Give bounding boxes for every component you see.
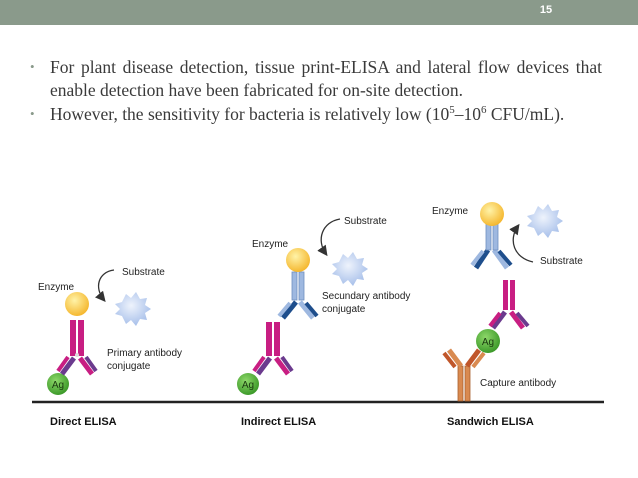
direct-antigen-icon: [47, 373, 69, 395]
direct-antibody-label-1: Primary antibody: [107, 348, 182, 359]
indirect-antigen-label: Ag: [242, 380, 254, 391]
top-bar: 15: [0, 0, 638, 25]
indirect-substrate-label: Substrate: [344, 216, 387, 227]
indirect-substrate-icon: [332, 252, 368, 286]
sandwich-elisa: Ag Enzyme Substrate Capture antibody San…: [432, 202, 583, 428]
direct-substrate-label: Substrate: [122, 267, 165, 278]
indirect-enzyme-icon: [286, 248, 310, 272]
sandwich-antigen-icon: [476, 329, 500, 353]
bullet-2-text-pre: However, the sensitivity for bacteria is…: [50, 104, 450, 124]
indirect-secondary-antibody-icon: [277, 271, 319, 320]
indirect-enzyme-label: Enzyme: [252, 239, 289, 250]
slide-number: 15: [539, 4, 553, 16]
direct-enzyme-icon: [65, 292, 89, 316]
sandwich-primary-antibody-icon: [488, 280, 530, 330]
bullet-2-sup-2: 6: [481, 104, 487, 117]
indirect-elisa-title: Indirect ELISA: [241, 416, 316, 428]
bullet-2: • However, the sensitivity for bacteria …: [26, 103, 602, 126]
direct-enzyme-label: Enzyme: [38, 282, 75, 293]
direct-elisa-title: Direct ELISA: [50, 416, 117, 428]
indirect-antibody-label-2: conjugate: [322, 304, 366, 315]
sandwich-capture-label: Capture antibody: [480, 378, 556, 389]
direct-primary-antibody-icon: [56, 320, 98, 376]
direct-elisa: Ag Enzyme Substrate Primary antibody con…: [38, 267, 182, 428]
bullet-1-text: For plant disease detection, tissue prin…: [50, 57, 602, 100]
indirect-antigen-icon: [237, 373, 259, 395]
bullet-marker: •: [30, 106, 35, 121]
sandwich-enzyme-icon: [480, 202, 504, 226]
sandwich-elisa-title: Sandwich ELISA: [447, 416, 534, 428]
sandwich-antigen-label: Ag: [482, 337, 494, 348]
bullet-1: • For plant disease detection, tissue pr…: [26, 56, 602, 101]
bullet-2-sup-1: 5: [449, 104, 455, 117]
bullet-2-text-post: CFU/mL).: [486, 104, 565, 124]
bullet-2-text-mid: –10: [454, 104, 481, 124]
indirect-antibody-label-1: Secundary antibody: [322, 291, 410, 302]
indirect-primary-antibody-icon: [252, 322, 294, 376]
sandwich-substrate-label: Substrate: [540, 256, 583, 267]
sandwich-arrow: [509, 223, 534, 263]
sandwich-enzyme-label: Enzyme: [432, 206, 469, 217]
sandwich-substrate-icon: [527, 204, 563, 238]
indirect-elisa: Ag Enzyme Substrate Secundary antibody c…: [237, 216, 410, 428]
bullet-marker: •: [30, 59, 35, 74]
direct-antigen-label: Ag: [52, 380, 64, 391]
direct-antibody-label-2: conjugate: [107, 361, 151, 372]
sandwich-capture-antibody-icon: [442, 348, 486, 402]
indirect-arrow: [317, 218, 341, 257]
direct-arrow: [95, 269, 115, 302]
sandwich-secondary-antibody-icon: [470, 223, 513, 270]
bullet-list: • For plant disease detection, tissue pr…: [26, 56, 602, 128]
direct-substrate-icon: [115, 292, 151, 326]
